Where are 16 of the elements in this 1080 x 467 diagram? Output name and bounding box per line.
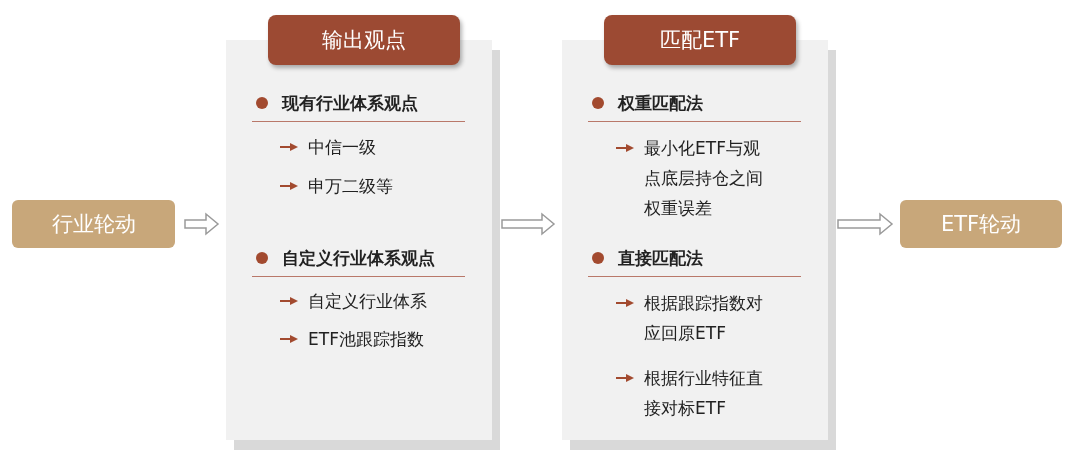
list-item: 根据行业特征直接对标ETF — [644, 367, 764, 420]
list-item: 中信一级 — [308, 136, 377, 159]
arrow — [184, 212, 220, 236]
section-heading: 现有行业体系观点 — [252, 88, 465, 122]
list-item: ETF池跟踪指数 — [308, 328, 425, 351]
heading-tab: 输出观点 — [268, 15, 460, 65]
section-heading: 自定义行业体系观点 — [252, 243, 465, 277]
list-item: 自定义行业体系 — [308, 290, 428, 313]
list-item: 申万二级等 — [308, 175, 394, 198]
process-box: ETF轮动 — [900, 200, 1062, 248]
section-heading: 权重匹配法 — [588, 88, 801, 122]
list-item: 根据跟踪指数对应回原ETF — [644, 292, 764, 345]
section-heading: 直接匹配法 — [588, 243, 801, 277]
list-item: 最小化ETF与观点底层持仓之间权重误差 — [644, 137, 764, 220]
heading-tab: 匹配ETF — [604, 15, 796, 65]
process-box: 行业轮动 — [12, 200, 175, 248]
